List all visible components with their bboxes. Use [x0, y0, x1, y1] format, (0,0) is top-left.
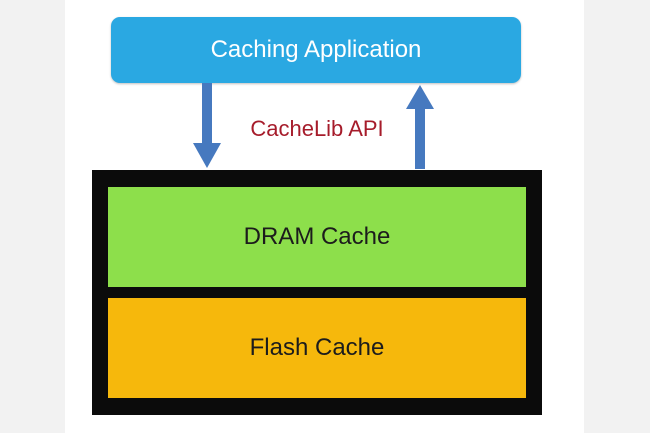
cache-stack-frame: DRAM Cache Flash Cache: [92, 170, 542, 415]
dram-cache-layer: DRAM Cache: [108, 187, 526, 287]
caching-application-label: Caching Application: [210, 36, 422, 63]
up-arrow: [406, 85, 434, 169]
cachelib-api-label: CacheLib API: [250, 116, 384, 141]
down-arrow: [193, 83, 221, 168]
right-margin-band: [584, 0, 650, 433]
flash-cache-layer: Flash Cache: [108, 298, 526, 398]
dram-cache-label: DRAM Cache: [243, 223, 391, 250]
flash-cache-label: Flash Cache: [249, 334, 385, 361]
left-margin-band: [0, 0, 65, 433]
caching-application-box: Caching Application: [111, 17, 521, 83]
